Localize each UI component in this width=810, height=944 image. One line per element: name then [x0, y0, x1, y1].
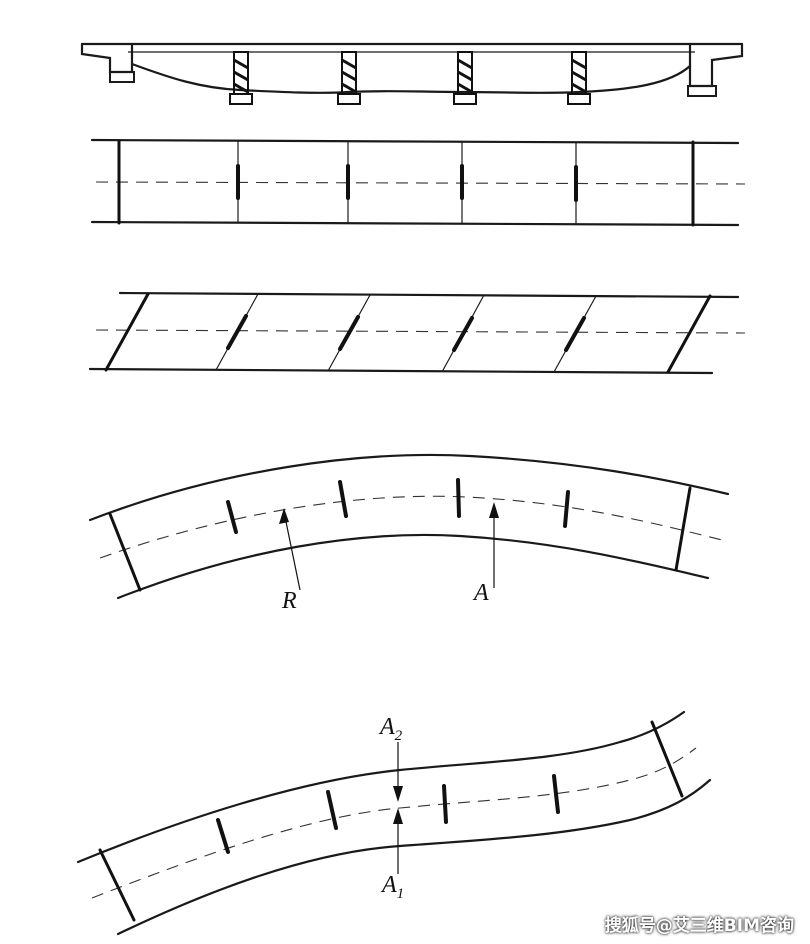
reverse-plan-pier-2 — [326, 790, 338, 830]
skew-bridge-plan — [88, 291, 746, 375]
point-a2-arrow — [393, 742, 403, 802]
point-a1-arrow — [393, 808, 403, 874]
straight-plan-top-edge — [90, 138, 740, 145]
curved-bridge-plan: R A — [88, 453, 730, 614]
straight-plan-centerline — [95, 181, 746, 185]
reverse-curve-bridge-plan: A2 A1 — [76, 710, 712, 936]
point-a1-label: A1 — [380, 872, 404, 902]
skew-plan-left-abutment — [104, 292, 150, 372]
left-abutment-footing — [109, 71, 135, 83]
curved-plan-pier-2 — [338, 480, 348, 518]
skew-plan-pier-2 — [338, 315, 360, 351]
pier-1 — [229, 51, 253, 105]
skew-plan-centerline — [95, 329, 746, 334]
pier-2 — [337, 51, 361, 105]
left-abutment — [80, 42, 134, 74]
curved-plan-right-abutment — [674, 486, 692, 572]
pier-4 — [567, 51, 591, 105]
straight-bridge-plan — [90, 138, 746, 227]
curved-plan-centerline — [99, 495, 723, 559]
curved-plan-pier-3 — [456, 478, 461, 518]
reverse-plan-lower-edge — [116, 778, 712, 936]
skew-plan-bottom-edge — [88, 367, 714, 375]
pier-3 — [453, 51, 477, 105]
reverse-plan-pier-3 — [442, 784, 448, 824]
radius-label: R — [281, 588, 297, 614]
reverse-plan-pier-4 — [552, 774, 560, 814]
reverse-plan-upper-edge — [76, 710, 686, 864]
bridge-elevation — [80, 42, 744, 105]
curve-point-label: A — [472, 580, 489, 606]
straight-plan-bottom-edge — [90, 220, 740, 227]
girder-soffit-curve — [130, 62, 692, 94]
curved-plan-left-abutment — [108, 512, 142, 592]
right-abutment — [688, 42, 744, 88]
curved-plan-outer-edge — [88, 453, 730, 522]
right-abutment-footing — [687, 85, 717, 97]
radius-arrow — [279, 508, 301, 591]
skew-plan-pier-1 — [226, 314, 248, 350]
skew-plan-right-abutment — [666, 294, 712, 374]
curved-plan-inner-edge — [116, 533, 710, 600]
reverse-plan-pier-1 — [216, 818, 230, 854]
curve-point-arrow — [489, 502, 499, 588]
point-a2-label: A2 — [378, 714, 403, 744]
reverse-plan-right-abutment — [650, 720, 684, 798]
skew-plan-pier-3 — [452, 316, 474, 352]
curved-plan-pier-1 — [226, 500, 238, 534]
curved-plan-pier-4 — [563, 490, 570, 528]
watermark: 搜狐号@艾三维BIM咨询 — [604, 916, 794, 936]
reverse-plan-left-abutment — [98, 848, 136, 922]
skew-plan-top-edge — [118, 291, 740, 299]
skew-plan-pier-4 — [564, 316, 586, 352]
